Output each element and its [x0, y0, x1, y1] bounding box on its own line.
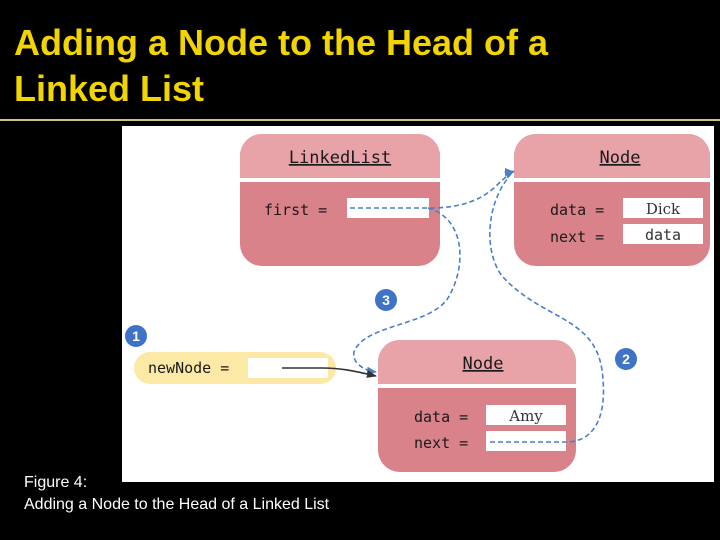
step-badge-1-label: 1 [132, 328, 140, 344]
title-divider [0, 119, 720, 121]
step-badge-3: 3 [375, 289, 397, 311]
caption-line-2: Adding a Node to the Head of a Linked Li… [24, 496, 330, 513]
node-dick-next-value: data [645, 226, 681, 244]
step-badge-2-label: 2 [622, 351, 630, 367]
amy-next-to-dick-arrow [489, 168, 605, 443]
node-dick-next-box [623, 224, 703, 244]
step-badge-3-label: 3 [382, 292, 390, 308]
figure-caption: Figure 4: Adding a Node to the Head of a… [24, 472, 329, 516]
linked-list-object: LinkedList first = [240, 134, 440, 266]
caption-line-1: Figure 4: [24, 474, 88, 491]
linked-list-diagram: LinkedList first = Node data = Dick next… [125, 134, 710, 472]
new-node-to-amy-arrow [282, 367, 377, 378]
node-amy-data-box [486, 405, 566, 425]
node-dick-data-label: data = [550, 201, 604, 219]
node-amy-class-name: Node [463, 354, 504, 374]
first-value-box [347, 198, 429, 218]
new-node-variable: newNode = [134, 352, 336, 384]
linked-list-figure: LinkedList first = Node data = Dick next… [122, 126, 714, 482]
step-badge-2: 2 [615, 348, 637, 370]
slide-title-line-2: Linked List [14, 68, 205, 109]
step-badge-1: 1 [125, 325, 147, 347]
linked-list-class-name: LinkedList [289, 148, 391, 168]
node-dick-object: Node data = Dick next = data [514, 134, 710, 266]
node-amy-next-label: next = [414, 434, 468, 452]
slide-title-line-1: Adding a Node to the Head of a [14, 22, 549, 63]
node-dick-next-label: next = [550, 228, 604, 246]
node-amy-object: Node data = Amy next = [378, 340, 576, 472]
pointer-arrows [282, 168, 605, 443]
node-amy-next-box [486, 431, 566, 451]
node-amy-data-value: Amy [508, 407, 543, 425]
node-amy-data-label: data = [414, 408, 468, 426]
node-dick-data-box [623, 198, 703, 218]
first-to-amy-arrow [352, 207, 461, 375]
node-dick-class-name: Node [600, 148, 641, 168]
slide-title: Adding a Node to the Head of a Linked Li… [14, 20, 704, 112]
node-dick-data-value: Dick [646, 200, 681, 218]
linked-list-first-label: first = [264, 201, 327, 219]
new-node-label: newNode = [148, 359, 229, 377]
